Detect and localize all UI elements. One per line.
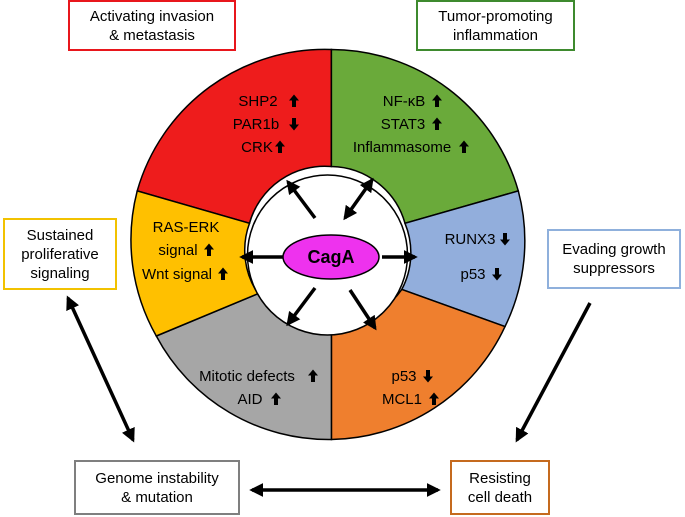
segment-inflammation xyxy=(330,48,520,225)
box-sustained-proliferative-signaling: Sustained proliferative signaling xyxy=(3,218,117,290)
suppressors-line-2: p53 xyxy=(460,266,485,283)
box-proliferative-line-3: signaling xyxy=(30,264,90,282)
box-invasion-line-2: & metastasis xyxy=(109,26,195,44)
box-inflammation-line-1: Tumor-promoting xyxy=(438,7,553,25)
death-line-1: p53 xyxy=(391,368,416,385)
cagA-node xyxy=(282,234,380,280)
box-suppressors-line-1: Evading growth xyxy=(562,241,666,258)
arrow-to-inflammation xyxy=(343,177,374,221)
cagA-label: CagA xyxy=(307,247,354,267)
outer-arrows xyxy=(66,295,592,497)
proliferative-line-1: RAS-ERK xyxy=(153,219,220,236)
box-activating-invasion: Activating invasion & metastasis xyxy=(68,0,236,51)
proliferative-line-3: Wnt signal xyxy=(142,266,212,283)
box-proliferative-line-1: Sustained xyxy=(26,226,94,244)
genome-line-2: AID xyxy=(237,391,262,408)
box-death-line-1: Resisting xyxy=(469,469,531,487)
box-death-line-2: cell death xyxy=(467,488,533,506)
segment-proliferative xyxy=(130,189,260,337)
box-genome-line-1: Genome instability xyxy=(95,469,219,487)
box-resisting-cell-death: Resisting cell death xyxy=(450,460,550,515)
box-tumor-promoting-inflammation: Tumor-promoting inflammation xyxy=(416,0,575,51)
proliferative-line-2: signal xyxy=(158,242,197,259)
box-genome-line-2: & mutation xyxy=(121,488,193,506)
box-genome-instability: Genome instability & mutation xyxy=(74,460,240,515)
cagA-arrows xyxy=(239,177,418,331)
box-invasion-line-1: Activating invasion xyxy=(89,7,215,25)
arrow-suppressors-death xyxy=(515,302,592,443)
inflammation-line-3: Inflammasome xyxy=(353,139,451,156)
invasion-line-2: PAR1b xyxy=(233,116,279,133)
invasion-line-3: CRK xyxy=(241,139,273,156)
arrow-to-genome xyxy=(286,286,317,327)
arrow-to-invasion xyxy=(286,179,317,220)
arrow-to-death xyxy=(348,289,377,331)
death-line-2: MCL1 xyxy=(382,391,422,408)
segment-invasion xyxy=(136,48,333,225)
inflammation-line-2: STAT3 xyxy=(381,116,425,133)
arrow-proliferative-genome xyxy=(66,295,135,443)
box-proliferative-line-2: proliferative xyxy=(21,245,99,263)
box-evading-growth-suppressors: Evading growth suppressors xyxy=(547,229,681,289)
box-suppressors-line-2: suppressors xyxy=(573,260,655,277)
suppressors-line-1: RUNX3 xyxy=(445,231,496,248)
invasion-line-1: SHP2 xyxy=(238,93,277,110)
inflammation-line-1: NF-κB xyxy=(383,93,426,110)
genome-line-1: Mitotic defects xyxy=(199,368,295,385)
box-inflammation-line-2: inflammation xyxy=(452,26,539,44)
